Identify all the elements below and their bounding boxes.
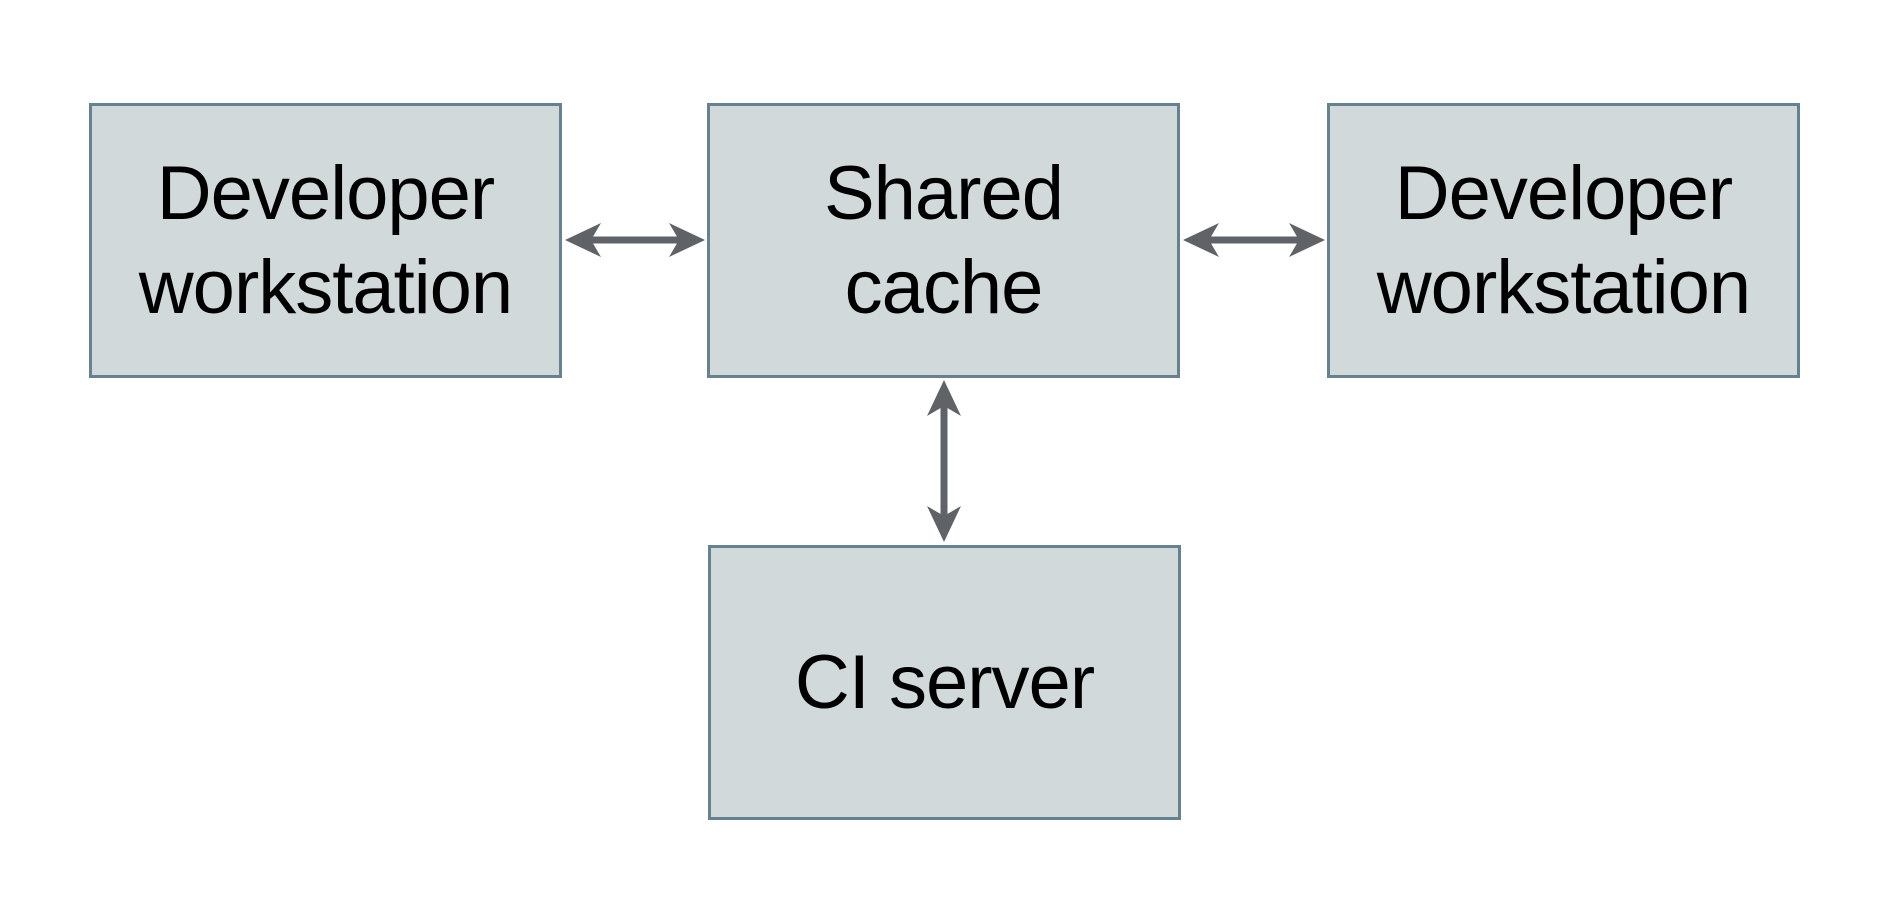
arrowhead-left (565, 223, 601, 257)
arrowhead-left (1183, 223, 1219, 257)
node-ci-server: CI server (708, 545, 1181, 820)
node-label-line: workstation (138, 244, 513, 330)
node-label-line: Developer (156, 150, 495, 236)
bidirectional-arrow-cache-ci-icon (927, 380, 961, 542)
arrowhead-right (669, 223, 705, 257)
node-label-line: Developer (1394, 150, 1733, 236)
node-label-line: cache (844, 244, 1044, 330)
arrowhead-right (1289, 223, 1325, 257)
node-label-line: Shared (823, 150, 1064, 236)
bidirectional-arrow-devleft-cache-icon (565, 223, 705, 257)
node-developer-workstation-left: Developer workstation (89, 103, 562, 378)
node-label-line: CI server (794, 639, 1095, 725)
arrowhead-up (927, 380, 961, 416)
arrowhead-down (927, 506, 961, 542)
node-shared-cache: Shared cache (707, 103, 1180, 378)
node-developer-workstation-right: Developer workstation (1327, 103, 1800, 378)
node-label-line: workstation (1376, 244, 1751, 330)
bidirectional-arrow-cache-devright-icon (1183, 223, 1325, 257)
